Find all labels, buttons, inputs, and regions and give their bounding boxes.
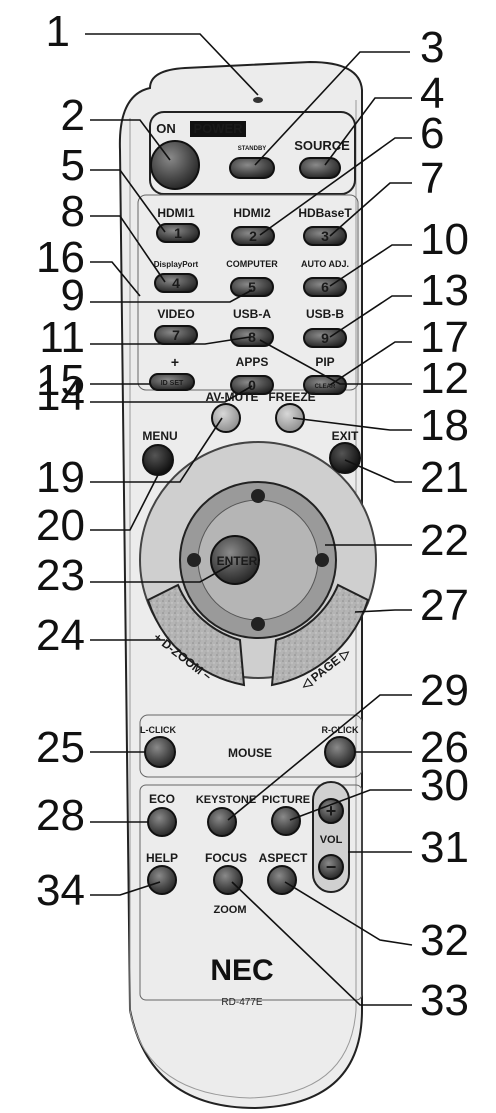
displayport-label: DisplayPort bbox=[154, 260, 199, 269]
apps-label: APPS bbox=[236, 355, 269, 369]
callout-number-7: 7 bbox=[420, 154, 444, 203]
focus-label: FOCUS bbox=[205, 851, 247, 865]
callout-number-31: 31 bbox=[420, 823, 469, 872]
usb-b-label: USB-B bbox=[306, 307, 344, 321]
vol-label: VOL bbox=[320, 834, 343, 846]
focus-zoom-button[interactable] bbox=[214, 866, 242, 894]
l-click-button[interactable] bbox=[145, 737, 175, 767]
l-click-label: L-CLICK bbox=[140, 725, 176, 735]
callout-number-28: 28 bbox=[36, 791, 85, 840]
callout-number-19: 19 bbox=[36, 453, 85, 502]
callout-number-32: 32 bbox=[420, 916, 469, 965]
hdmi1-label: HDMI1 bbox=[157, 206, 195, 220]
source-button[interactable] bbox=[300, 158, 340, 178]
model-number: RD-477E bbox=[221, 997, 262, 1008]
callout-number-34: 34 bbox=[36, 866, 85, 915]
freeze-button[interactable] bbox=[276, 404, 304, 432]
callout-number-23: 23 bbox=[36, 551, 85, 600]
callout-number-1: 1 bbox=[46, 7, 70, 56]
hdbaset-key-label: 3 bbox=[321, 228, 329, 244]
hdmi2-label: HDMI2 bbox=[233, 206, 271, 220]
picture-button[interactable] bbox=[272, 807, 300, 835]
hdmi2-key-label: 2 bbox=[249, 228, 257, 244]
callout-number-24: 24 bbox=[36, 611, 85, 660]
eco-label: ECO bbox=[149, 792, 175, 806]
auto-adj-label: AUTO ADJ. bbox=[301, 259, 349, 269]
callout-number-20: 20 bbox=[36, 501, 85, 550]
displayport-key-label: 4 bbox=[172, 275, 180, 291]
callout-number-8: 8 bbox=[61, 187, 85, 236]
help-button[interactable] bbox=[148, 866, 176, 894]
power-label: POWER bbox=[193, 121, 243, 136]
video-key-label: 7 bbox=[172, 327, 180, 343]
zoom-label: ZOOM bbox=[214, 904, 247, 916]
hdmi1-key-label: 1 bbox=[174, 225, 182, 241]
callout-number-3: 3 bbox=[420, 23, 444, 72]
callout-number-15: 15 bbox=[36, 356, 85, 405]
usb-b-key-label: 9 bbox=[321, 330, 329, 346]
help-label: HELP bbox=[146, 851, 178, 865]
source-label: SOURCE bbox=[294, 138, 350, 153]
menu-button[interactable] bbox=[143, 445, 173, 475]
vol-minus-key-label: − bbox=[326, 857, 337, 877]
exit-button[interactable] bbox=[330, 443, 360, 473]
callout-number-22: 22 bbox=[420, 516, 469, 565]
aspect-label: ASPECT bbox=[259, 851, 308, 865]
callout-number-5: 5 bbox=[61, 141, 85, 190]
id-set-label: ID SET bbox=[161, 380, 184, 387]
computer-label: COMPUTER bbox=[226, 259, 278, 269]
standby-label: STANDBY bbox=[238, 146, 267, 152]
picture-label: PICTURE bbox=[262, 794, 310, 806]
callout-number-17: 17 bbox=[420, 313, 469, 362]
dpad-up-icon[interactable] bbox=[251, 489, 265, 503]
power-on-button[interactable] bbox=[151, 141, 199, 189]
r-click-button[interactable] bbox=[325, 737, 355, 767]
r-click-label: R-CLICK bbox=[322, 725, 359, 735]
computer-key-label: 5 bbox=[248, 279, 256, 295]
eco-button[interactable] bbox=[148, 808, 176, 836]
hdbaset-label: HDBaseT bbox=[298, 206, 352, 220]
menu-label: MENU bbox=[142, 429, 177, 443]
dpad-left-icon[interactable] bbox=[187, 553, 201, 567]
aspect-button[interactable] bbox=[268, 866, 296, 894]
usb-a-label: USB-A bbox=[233, 307, 271, 321]
callout-number-6: 6 bbox=[420, 109, 444, 158]
callout-number-18: 18 bbox=[420, 401, 469, 450]
callout-number-29: 29 bbox=[420, 666, 469, 715]
callout-number-10: 10 bbox=[420, 215, 469, 264]
callout-number-25: 25 bbox=[36, 723, 85, 772]
callout-number-30: 30 bbox=[420, 761, 469, 810]
clear-label: CLEAR bbox=[315, 384, 336, 390]
dpad-down-icon[interactable] bbox=[251, 617, 265, 631]
callout-number-33: 33 bbox=[420, 976, 469, 1025]
plus-label: + bbox=[171, 354, 179, 370]
enter-label: ENTER bbox=[217, 554, 258, 568]
keystone-button[interactable] bbox=[208, 808, 236, 836]
callout-number-21: 21 bbox=[420, 453, 469, 502]
auto-adj-key-label: 6 bbox=[321, 279, 329, 295]
callout-number-13: 13 bbox=[420, 266, 469, 315]
callout-number-16: 16 bbox=[36, 233, 85, 282]
mouse-label: MOUSE bbox=[228, 746, 272, 760]
callout-number-27: 27 bbox=[420, 581, 469, 630]
brand-logo: NEC bbox=[210, 954, 273, 987]
freeze-label: FREEZE bbox=[268, 390, 315, 404]
ir-emitter bbox=[253, 97, 263, 103]
power-on-label: ON bbox=[156, 121, 176, 136]
dpad-right-icon[interactable] bbox=[315, 553, 329, 567]
callout-number-2: 2 bbox=[61, 91, 85, 140]
exit-label: EXIT bbox=[332, 429, 359, 443]
callout-number-11: 11 bbox=[39, 313, 85, 362]
pip-label: PIP bbox=[315, 355, 334, 369]
video-label: VIDEO bbox=[157, 307, 194, 321]
standby-button[interactable] bbox=[230, 158, 274, 178]
